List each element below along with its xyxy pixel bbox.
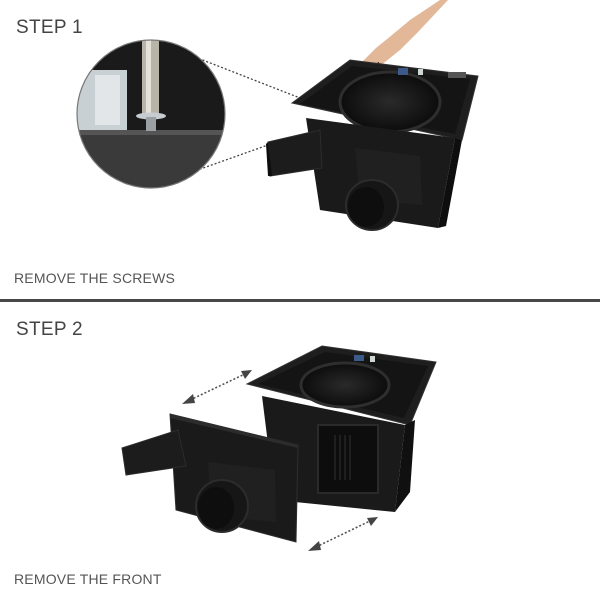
screw-closeup-icon [77, 40, 225, 188]
step-2-title: STEP 2 [16, 319, 83, 340]
step-1-panel: STEP 1 REMOVE THE SCREWS [14, 0, 479, 286]
section-divider [0, 299, 600, 302]
step-2-panel: STEP 2 REMOVE THE FRONT [0, 303, 600, 600]
step-1-caption: REMOVE THE SCREWS [14, 270, 176, 286]
step-1-illustration [76, 0, 479, 231]
step-2-illustration [121, 345, 437, 551]
hand-icon [360, 0, 448, 75]
leader-line-icon [194, 56, 301, 99]
step-1-title: STEP 1 [16, 17, 83, 38]
double-arrow-icon [308, 517, 378, 551]
step-2-caption: REMOVE THE FRONT [14, 571, 162, 587]
double-arrow-icon [182, 370, 252, 404]
